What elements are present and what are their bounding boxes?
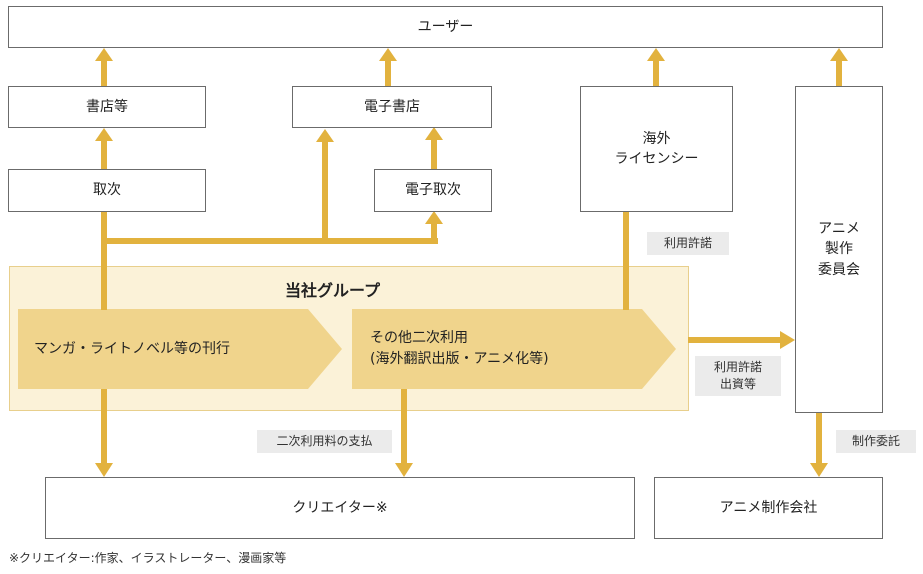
stem-secondary-to-creator	[401, 389, 407, 464]
bookstore-label: 書店等	[86, 98, 128, 115]
arrowhead-user-4	[830, 48, 848, 61]
creator-box: クリエイター※	[45, 477, 635, 539]
company-group-title: 当社グループ	[285, 281, 381, 300]
stem-committee-to-studio	[816, 413, 822, 463]
e-distributor-box: 電子取次	[374, 169, 492, 212]
production-commission-label: 制作委託	[836, 430, 916, 453]
anime-committee-label: アニメ 製作 委員会	[818, 221, 860, 278]
ebookstore-label: 電子書店	[364, 98, 420, 115]
overseas-licensee-box: 海外 ライセンシー	[580, 86, 733, 212]
arrowhead-user-2	[379, 48, 397, 61]
overseas-licensee-label: 海外 ライセンシー	[614, 130, 699, 167]
anime-studio-box: アニメ制作会社	[654, 477, 883, 539]
license-permission-label: 利用許諾	[647, 232, 729, 255]
stem-bookstore-to-user	[101, 59, 107, 86]
ebookstore-box: 電子書店	[292, 86, 492, 128]
distributor-label: 取次	[93, 182, 121, 199]
stem-to-e-distributor	[431, 224, 437, 244]
user-label: ユーザー	[417, 18, 474, 35]
footnote: ※クリエイター:作家、イラストレーター、漫画家等	[9, 551, 287, 565]
arrowhead-user-3	[647, 48, 665, 61]
publishing-label: マンガ・ライトノベル等の刊行	[34, 340, 230, 357]
user-box: ユーザー	[8, 6, 883, 48]
anime-studio-label: アニメ制作会社	[719, 499, 818, 516]
stem-to-ebookstore	[322, 142, 328, 244]
secondary-fee-label: 二次利用料の支払	[257, 430, 392, 453]
distributor-box: 取次	[8, 169, 206, 212]
trunk-to-distributor	[101, 212, 107, 310]
creator-label: クリエイター※	[292, 499, 388, 516]
stem-distributor-to-bookstore	[101, 141, 107, 169]
arrowhead-bookstore	[95, 128, 113, 141]
stem-publishing-to-creator	[101, 389, 107, 464]
stem-to-committee	[688, 337, 780, 343]
publishing-chevron: マンガ・ライトノベル等の刊行	[18, 309, 342, 389]
horizontal-branch	[101, 238, 438, 244]
license-investment-label: 利用許諾 出資等	[695, 356, 781, 396]
arrowhead-studio	[810, 463, 828, 477]
stem-ebookstore-to-user	[385, 59, 391, 86]
arrowhead-creator-2	[395, 463, 413, 477]
arrowhead-committee	[780, 331, 795, 349]
arrowhead-ebookstore	[316, 129, 334, 142]
e-distributor-label: 電子取次	[405, 182, 461, 199]
arrowhead-creator-1	[95, 463, 113, 477]
arrowhead-ebookstore-small	[425, 127, 443, 140]
secondary-use-chevron: その他二次利用 (海外翻訳出版・アニメ化等)	[352, 309, 676, 389]
bookstore-box: 書店等	[8, 86, 206, 128]
arrowhead-user-1	[95, 48, 113, 61]
secondary-use-label: その他二次利用 (海外翻訳出版・アニメ化等)	[370, 330, 549, 367]
anime-committee-box: アニメ 製作 委員会	[795, 86, 883, 413]
stem-to-overseas	[623, 212, 629, 310]
stem-e-distributor-to-ebookstore	[431, 140, 437, 169]
stem-committee-to-user	[836, 59, 842, 86]
stem-overseas-to-user	[653, 59, 659, 86]
arrowhead-e-distributor	[425, 211, 443, 224]
